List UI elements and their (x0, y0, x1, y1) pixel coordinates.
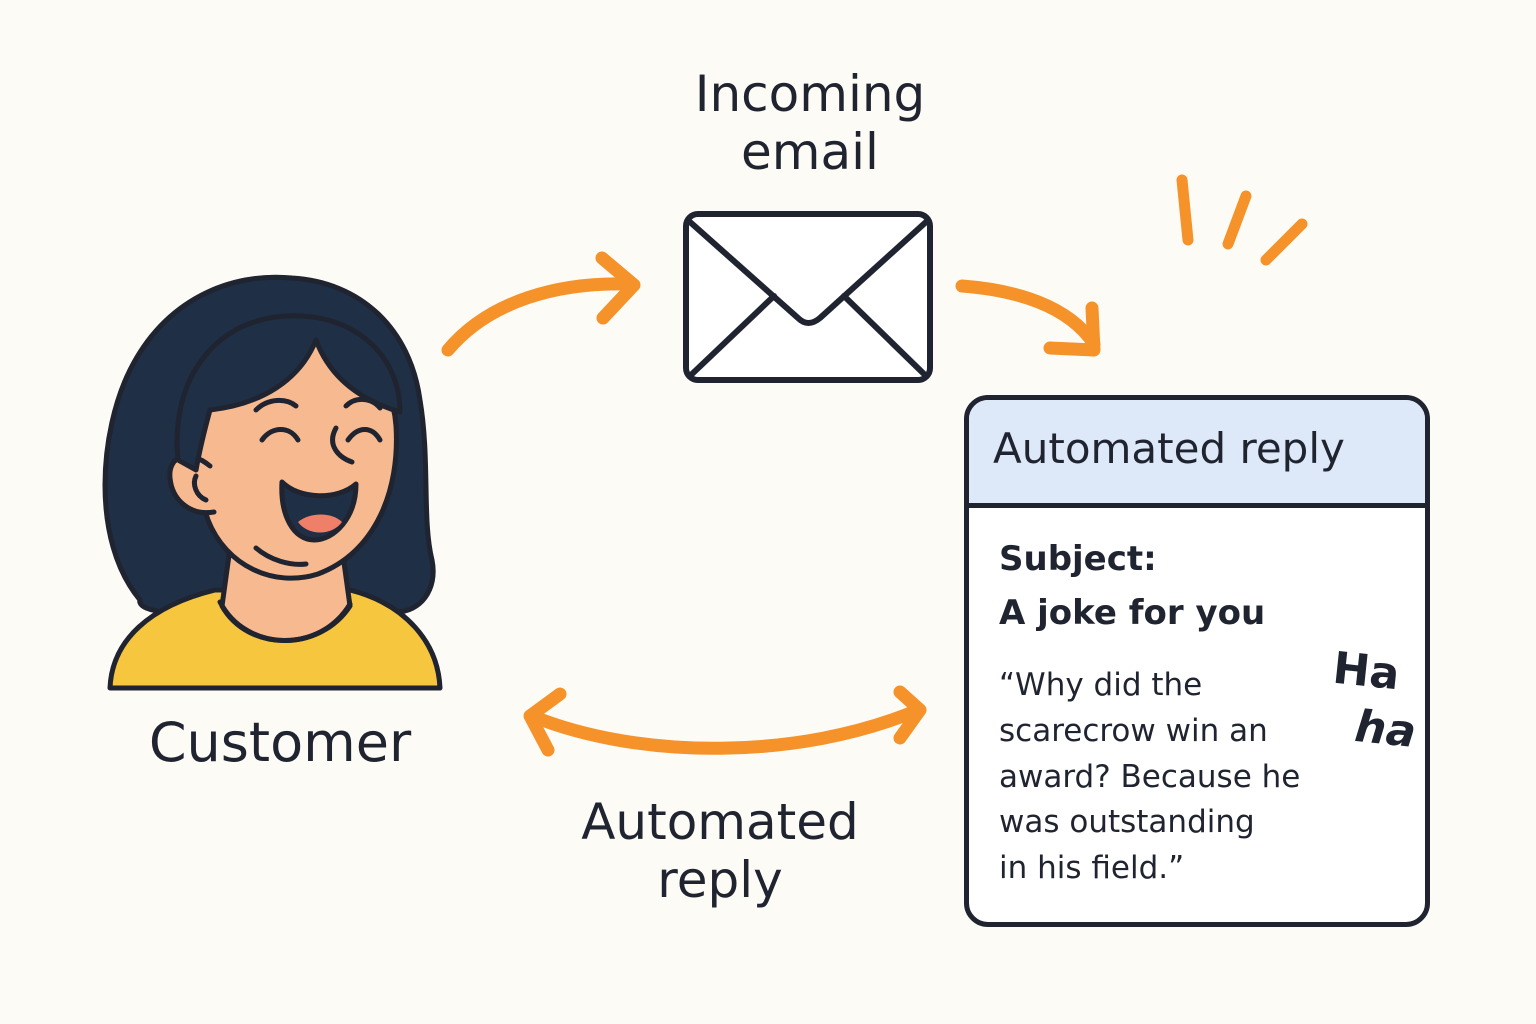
laugh-text-ha-upper: Ha (1330, 642, 1402, 701)
incoming-email-label-line-2: email (741, 122, 879, 181)
hair-bangs (174, 313, 403, 473)
reply-joke-text: “Why did the scarecrow win an award? Bec… (999, 663, 1359, 892)
incoming-email-label-line-1: Incoming (694, 65, 926, 123)
arrow-customer-to-email (441, 251, 641, 357)
automated-reply-card: Automated reply Subject: A joke for you … (964, 395, 1430, 927)
right-eye (345, 427, 383, 443)
incoming-email-label: Incoming email (640, 65, 980, 181)
nose (330, 425, 355, 465)
tongue (298, 514, 342, 533)
left-eyebrow (253, 398, 299, 413)
shirt-collar (217, 599, 353, 643)
laugh-text-ha-lower: ha (1352, 700, 1419, 759)
reply-subject-line-2: A joke for you (999, 593, 1266, 634)
reply-card-body: Subject: A joke for you “Why did the sca… (969, 508, 1425, 892)
cheek-line (253, 545, 309, 567)
joke-line-2: scarecrow win an (999, 712, 1268, 749)
burst-lines-icon (1176, 174, 1308, 266)
left-eye (259, 427, 301, 443)
reply-card-header: Automated reply (969, 400, 1425, 508)
reply-subject-line-1: Subject: (999, 539, 1157, 579)
joke-line-3: award? Because he (999, 758, 1301, 795)
joke-line-1: “Why did the (999, 666, 1203, 703)
automated-reply-label-line-2: reply (657, 850, 783, 909)
envelope-icon (683, 211, 933, 383)
joke-line-5: in his field.” (999, 850, 1185, 887)
customer-label: Customer (148, 711, 412, 774)
right-eyebrow (343, 397, 383, 411)
automated-reply-label-line-1: Automated (581, 793, 859, 851)
ear-inner (191, 473, 209, 503)
automated-reply-label: Automated reply (540, 793, 900, 909)
reply-subject: Subject: A joke for you (999, 532, 1425, 641)
arrow-reply-to-customer (523, 685, 927, 757)
customer-avatar (102, 274, 443, 691)
arrow-email-to-reply (955, 279, 1101, 357)
joke-line-4: was outstanding (999, 804, 1255, 841)
